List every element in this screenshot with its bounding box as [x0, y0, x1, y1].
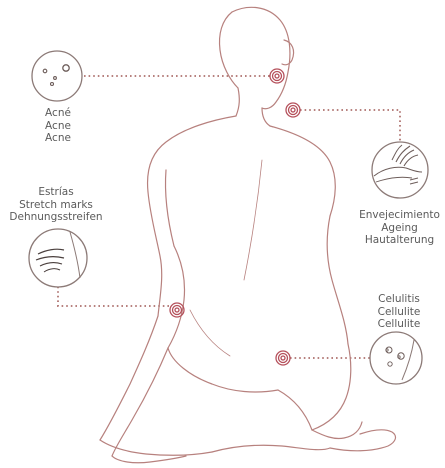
ageing-label-de: Hautalterung [354, 234, 445, 247]
acne-label: Acné Acne Acne [30, 107, 86, 145]
cellulite-label: Celulitis Cellulite Cellulite [364, 293, 434, 331]
stretch-target-icon [170, 303, 184, 317]
stretch-label-en: Stretch marks [0, 199, 112, 212]
stretch-label: Estrías Stretch marks Dehnungsstreifen [0, 186, 112, 224]
cellulite-label-de: Cellulite [364, 318, 434, 331]
stretch-connector [58, 282, 170, 306]
stretch-label-de: Dehnungsstreifen [0, 211, 112, 224]
target-markers [170, 69, 300, 365]
ageing-target-icon [286, 103, 300, 117]
cellulite-icon [370, 332, 422, 384]
ageing-label: Envejecimiento Ageing Hautalterung [354, 209, 445, 247]
stretch-label-es: Estrías [0, 186, 112, 199]
acne-spots-icon [32, 51, 82, 101]
cellulite-target-icon [276, 351, 290, 365]
acne-label-en: Acne [30, 120, 86, 133]
ageing-skin-icon [372, 142, 428, 198]
ageing-connector [300, 110, 400, 142]
cellulite-label-en: Cellulite [364, 306, 434, 319]
acne-target-icon [270, 69, 284, 83]
stretch-marks-icon [29, 229, 87, 287]
ageing-label-es: Envejecimiento [354, 209, 445, 222]
acne-label-es: Acné [30, 107, 86, 120]
cellulite-label-es: Celulitis [364, 293, 434, 306]
ageing-label-en: Ageing [354, 222, 445, 235]
acne-label-de: Acne [30, 132, 86, 145]
